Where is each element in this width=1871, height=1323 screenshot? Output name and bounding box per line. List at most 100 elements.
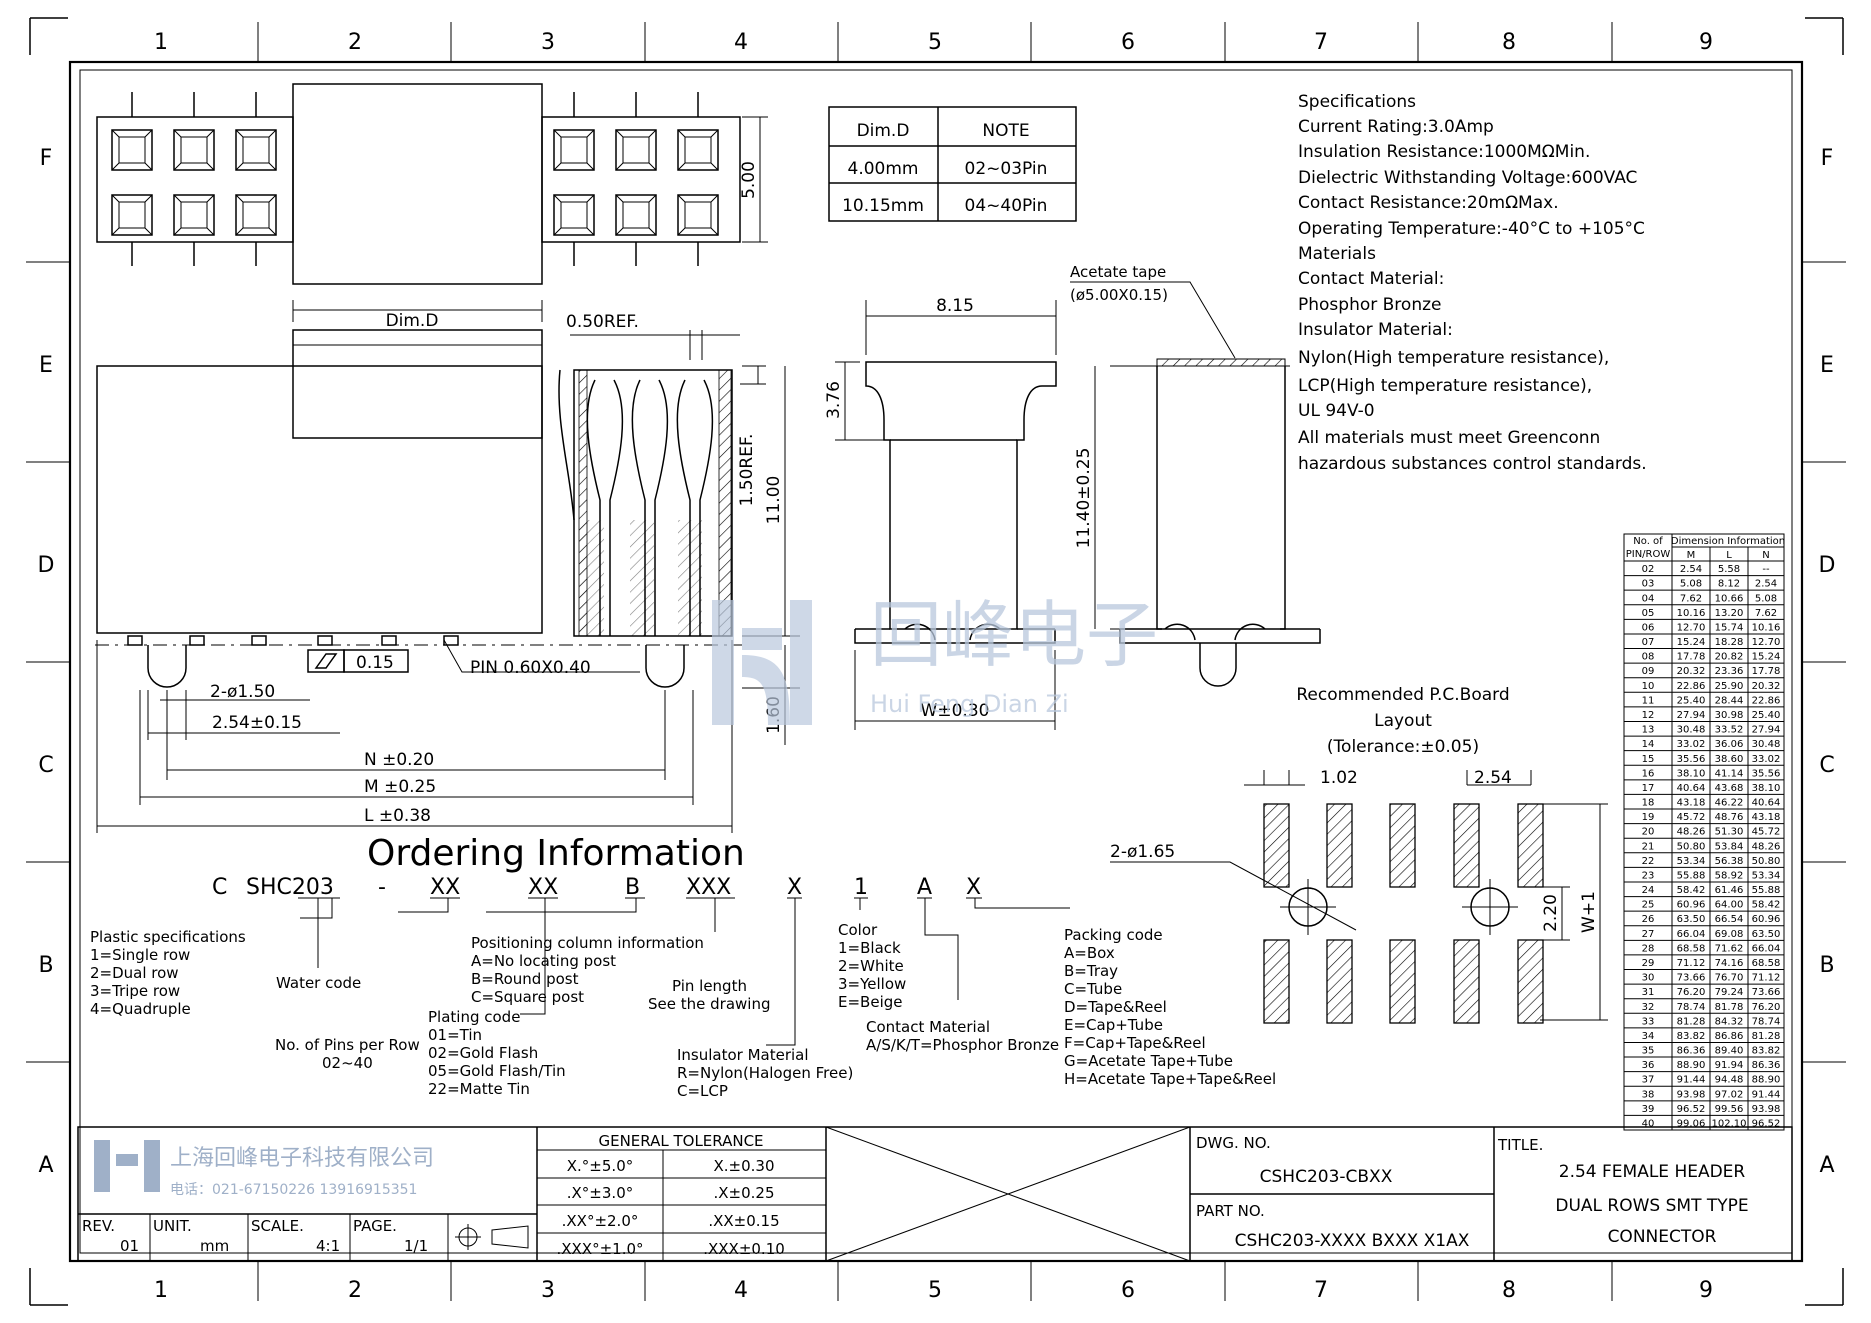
packing-line: Packing code: [1064, 926, 1163, 944]
pin-table-cell: 21: [1642, 841, 1655, 852]
pin-table-cell: 22.86: [1677, 681, 1706, 692]
pin-table-cell: 02: [1642, 564, 1655, 575]
dim-ref-050: 0.50REF.: [566, 312, 639, 332]
pin-table-group: Dimension Information: [1671, 536, 1785, 547]
contact-cell-bevel: [677, 194, 719, 236]
pin-table-cell: 69.08: [1715, 929, 1744, 940]
pin-table-cell: 13: [1642, 725, 1655, 736]
column-labels-bottom: 1 2 3 4 5 6 7 8 9: [154, 1278, 1713, 1303]
contact-cell-inner: [560, 201, 588, 229]
pin-table-cell: 46.22: [1715, 798, 1744, 809]
contact-cell-inner: [180, 136, 208, 164]
pin-table-cell: 76.20: [1677, 987, 1706, 998]
pin-table-cell: 33.02: [1752, 754, 1781, 765]
pin-table-cell: 15.74: [1715, 622, 1744, 633]
pin-table-cell: 7.62: [1755, 608, 1777, 619]
pin-table-cell: 60.96: [1677, 900, 1706, 911]
pin-table-cell: 16: [1642, 768, 1655, 779]
pin-table-cell: 71.12: [1677, 958, 1706, 969]
pin-table-cell: 50.80: [1752, 856, 1781, 867]
plating-line: 02=Gold Flash: [428, 1044, 538, 1062]
dim-table-header: Dim.D: [857, 121, 910, 141]
dim-table-cell: 4.00mm: [848, 159, 919, 179]
ordering-code-c: C: [212, 875, 227, 900]
row-label: F: [1821, 146, 1834, 171]
row-label: C: [1819, 753, 1834, 778]
pin-table-cell: 36: [1642, 1060, 1655, 1071]
col-label: 5: [928, 30, 942, 55]
pin-table-col: N: [1762, 550, 1769, 561]
color-line: E=Beige: [838, 993, 902, 1011]
pin-table-cell: 27.94: [1752, 725, 1781, 736]
pin-table-cell: 07: [1642, 637, 1655, 648]
smt-foot: [251, 635, 267, 646]
contact-cell: [111, 129, 153, 171]
contact-cell-bevel: [615, 194, 657, 236]
pin-table-cell: 78.74: [1752, 1016, 1781, 1027]
row-label: B: [38, 953, 53, 978]
pin-table-cell: 73.66: [1677, 973, 1706, 984]
pin-table-cell: 38.60: [1715, 754, 1744, 765]
pin-table-cell: 10.16: [1752, 622, 1781, 633]
spec-line: Specifications: [1298, 92, 1416, 112]
pin-table-cell: 38: [1642, 1089, 1655, 1100]
dim-n: N ±0.20: [364, 750, 434, 770]
pcb-pad: [1517, 939, 1544, 1024]
col-label: 7: [1314, 1278, 1328, 1303]
tolerance-cell: .XXX±0.10: [703, 1240, 785, 1258]
packing-line: H=Acetate Tape+Tape&Reel: [1064, 1070, 1276, 1088]
contact-cell-bevel: [235, 129, 277, 171]
pin-table-cell: 31: [1642, 987, 1655, 998]
plastic-spec-line: 1=Single row: [90, 946, 190, 964]
contact-cell-bevel: [677, 129, 719, 171]
pin-table-cell: 15: [1642, 754, 1655, 765]
rev-value: 01: [120, 1237, 139, 1255]
pin-table-cell: 34: [1642, 1031, 1655, 1042]
col-label: 9: [1699, 30, 1713, 55]
pcb-layout: Recommended P.C.Board Layout (Tolerance:…: [1110, 685, 1608, 1024]
scale-value: 4:1: [316, 1237, 340, 1255]
col-label: 2: [348, 30, 362, 55]
insulator-line: R=Nylon(Halogen Free): [677, 1064, 853, 1082]
contact-cell-bevel: [173, 194, 215, 236]
tolerance-cell: .XX°±2.0°: [562, 1212, 639, 1230]
side-view-acetate: 11.40±0.25 Acetate tape (ø5.00X0.15): [1070, 263, 1321, 687]
spec-line: Phosphor Bronze: [1298, 295, 1441, 315]
ordering-code-plating: B: [625, 875, 640, 900]
dim-pitch: 2.54±0.15: [212, 713, 302, 733]
color-line: Color: [838, 921, 878, 939]
contact-cell-bevel: [615, 129, 657, 171]
pin-table-cell: 28.44: [1715, 695, 1744, 706]
pin-table-cell: 22: [1642, 856, 1655, 867]
pin-table-cell: 48.26: [1752, 841, 1781, 852]
packing-line: F=Cap+Tape&Reel: [1064, 1034, 1206, 1052]
dim-top-height: 5.00: [739, 161, 759, 199]
pin-table-cell: 35.56: [1752, 768, 1781, 779]
pin-table-header: PIN/ROW: [1626, 549, 1671, 560]
pin-table-cell: 68.58: [1752, 958, 1781, 969]
pin-table-cell: 30.48: [1752, 739, 1781, 750]
row-label: E: [1820, 353, 1834, 378]
dim-ref-150: 1.50REF.: [737, 434, 757, 507]
pin-table-cell: 71.62: [1715, 943, 1744, 954]
row-label: D: [38, 553, 55, 578]
contact-cell: [111, 194, 153, 236]
contact-cell: [615, 194, 657, 236]
pin-table-cell: 09: [1642, 666, 1655, 677]
pin-table-cell: 10: [1642, 681, 1655, 692]
watermark-pinyin: Hui Feng Dian Zi: [870, 690, 1069, 718]
spec-line: hazardous substances control standards.: [1298, 454, 1647, 474]
pin-table-cell: 86.36: [1677, 1046, 1706, 1057]
part-label: PART NO.: [1196, 1202, 1265, 1220]
contact-cell-inner: [622, 136, 650, 164]
pin-table-cell: 48.76: [1715, 812, 1744, 823]
pin-table-header: No. of: [1633, 536, 1663, 547]
packing-line: A=Box: [1064, 944, 1115, 962]
pin-table-cell: 20.32: [1752, 681, 1781, 692]
pin-table-cell: 23.36: [1715, 666, 1744, 677]
ordering-code-rows: XX: [430, 875, 460, 900]
contact-cell: [173, 194, 215, 236]
col-label: 8: [1502, 30, 1516, 55]
row-labels-left: F E D C B A: [38, 146, 55, 1178]
pin-table-cell: 40: [1642, 1119, 1655, 1130]
